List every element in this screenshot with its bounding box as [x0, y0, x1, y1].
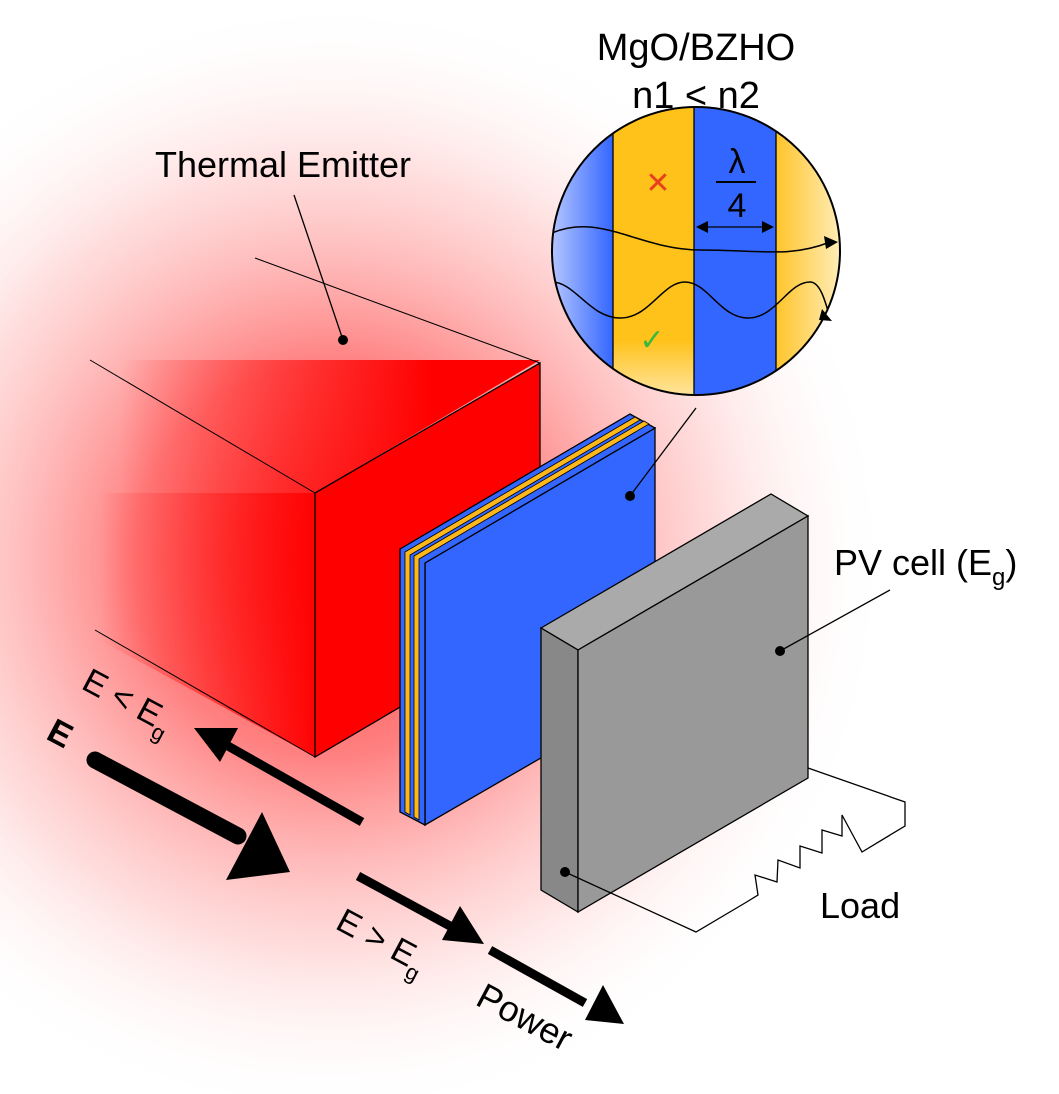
circuit-wire — [564, 767, 906, 933]
reflected-wave — [552, 225, 831, 253]
below-gap-arrowhead — [194, 728, 238, 762]
inset-orange-left — [613, 107, 694, 395]
pv-cell-label-main: PV cell (E — [834, 542, 992, 583]
load-circuit — [560, 767, 906, 933]
reflected-marker-icon: ✕ — [645, 167, 670, 200]
pv-cell-pointer-line — [779, 589, 891, 652]
incident-energy-arrowhead — [226, 812, 290, 880]
index-relation-label: n1 < n2 — [632, 75, 760, 117]
below-gap-arrow — [225, 742, 365, 826]
filter-orange-stripe-2 — [413, 420, 650, 821]
thermal-emitter-label: Thermal Emitter — [155, 144, 411, 185]
emitter-pointer-dot — [338, 335, 348, 345]
above-gap-arrowhead — [442, 906, 484, 944]
wavelength-symbol: λ — [729, 143, 746, 181]
above-gap-arrow — [355, 872, 453, 930]
emitter-edge-near — [89, 359, 316, 494]
incident-energy-arrow — [86, 751, 247, 845]
emitter-top-face — [100, 360, 540, 493]
reflected-wave-arrowhead — [824, 236, 838, 249]
emitter-edge-far — [254, 257, 541, 364]
emitter-pointer-line — [293, 194, 344, 341]
pv-cell-side-face — [540, 626, 579, 914]
filter-edge-layers — [399, 413, 657, 827]
stack-material-label: MgO/BZHO — [597, 27, 795, 69]
pv-cell-label-sub: g — [992, 564, 1005, 591]
energy-arrows — [86, 728, 624, 1024]
inset-border — [551, 106, 841, 396]
power-arrow — [487, 946, 588, 1007]
power-arrowhead — [585, 985, 624, 1024]
pv-cell — [539, 493, 891, 914]
emitter-edge-bottom — [94, 629, 316, 758]
dimension-arrow-left — [696, 221, 708, 233]
filter-pointer-line — [629, 407, 697, 497]
pv-cell-label: PV cell (Eg) — [834, 542, 1017, 591]
load-label: Load — [820, 885, 900, 926]
transmitted-wave — [552, 281, 831, 319]
filter-orange-stripe-1 — [404, 416, 641, 816]
wavelength-divisor: 4 — [728, 187, 747, 225]
dimension-arrow-right — [762, 221, 774, 233]
transmitted-marker-icon: ✓ — [639, 324, 664, 357]
pv-cell-front-face — [577, 514, 809, 914]
pv-cell-label-close: ) — [1005, 542, 1017, 583]
emitter-front-face — [100, 493, 315, 757]
